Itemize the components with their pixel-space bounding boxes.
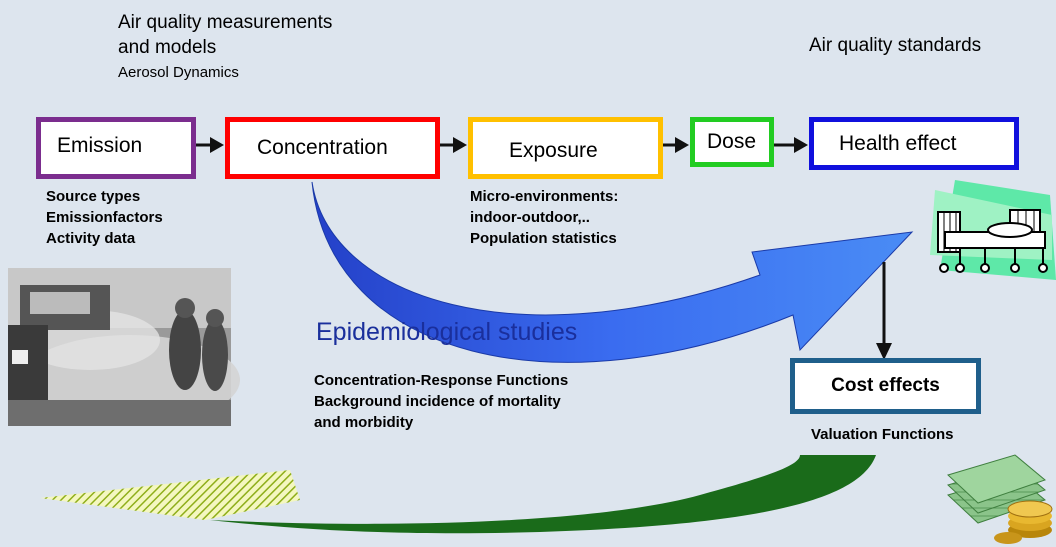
note-morbidity: and morbidity: [314, 414, 414, 431]
note-emission-factors: Emissionfactors: [46, 209, 163, 226]
green-sweep-tail: [210, 455, 876, 534]
dose-label: Dose: [707, 130, 757, 153]
health-effect-label: Health effect: [839, 131, 957, 155]
concentration-label: Concentration: [257, 136, 388, 159]
emission-notes: Source types Emissionfactors Activity da…: [46, 186, 163, 249]
chain-arrows: [193, 137, 892, 360]
money-icon: [947, 454, 1053, 544]
health-effect-box: Health effect: [809, 117, 1019, 170]
measurements-line2: and models: [118, 37, 217, 58]
dose-box: Dose: [690, 117, 774, 167]
epidemiological-notes: Concentration-Response Functions Backgro…: [314, 370, 568, 433]
measurements-label: Air quality measurements and models: [118, 10, 332, 60]
concentration-box: Concentration: [225, 117, 440, 179]
exposure-label: Exposure: [509, 139, 598, 162]
note-activity-data: Activity data: [46, 230, 136, 247]
emission-box: Emission: [36, 117, 196, 179]
valuation-functions-label: Valuation Functions: [811, 426, 954, 443]
note-background-incidence: Background incidence of mortality: [314, 393, 561, 410]
cost-effects-box: Cost effects: [790, 358, 981, 414]
cost-effects-label: Cost effects: [831, 375, 940, 396]
exposure-notes: Micro-environments: indoor-outdoor,.. Po…: [470, 186, 618, 249]
green-sweep: [40, 470, 300, 520]
aerosol-label: Aerosol Dynamics: [118, 64, 239, 81]
blue-curved-arrow: [311, 181, 914, 363]
note-indoor-outdoor: indoor-outdoor,..: [470, 209, 590, 226]
car-exhaust-photo: [8, 268, 240, 426]
hospital-bed-icon: [930, 180, 1056, 280]
note-population-statistics: Population statistics: [470, 230, 617, 247]
epidemiological-title: Epidemiological studies: [316, 318, 578, 346]
note-source-types: Source types: [46, 188, 141, 205]
standards-label: Air quality standards: [809, 35, 982, 56]
exposure-box: Exposure: [468, 117, 663, 179]
note-micro-environments: Micro-environments:: [470, 188, 619, 205]
note-crf: Concentration-Response Functions: [314, 372, 569, 389]
emission-label: Emission: [57, 134, 143, 157]
measurements-line1: Air quality measurements: [118, 12, 333, 33]
